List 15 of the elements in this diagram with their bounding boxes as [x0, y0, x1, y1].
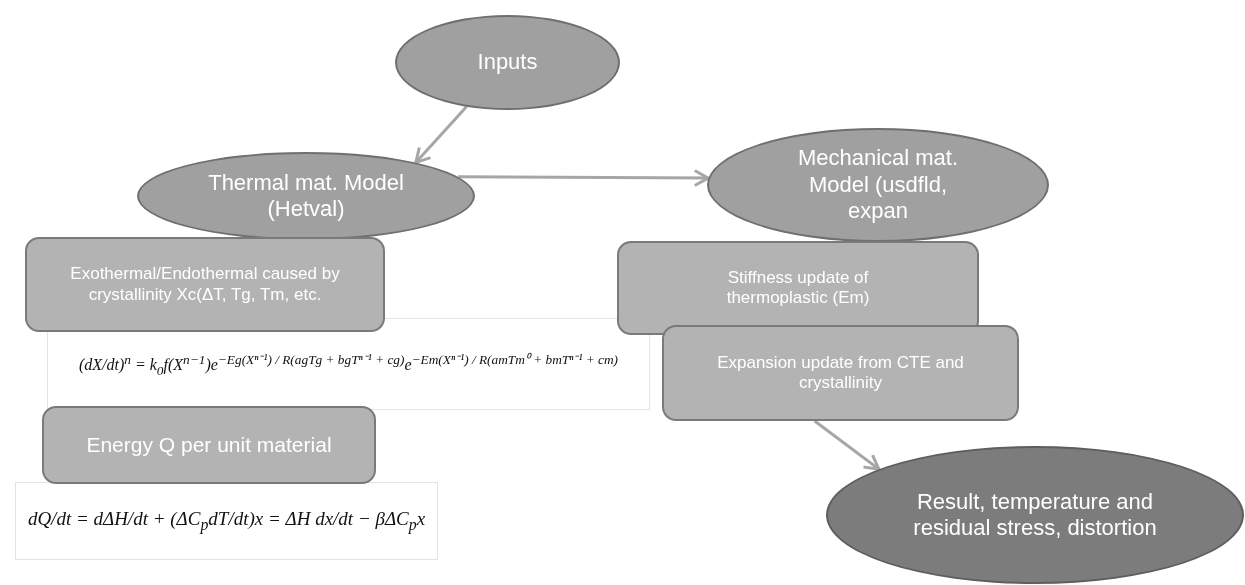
equation: (dX/dt)$^{n}$ = k$_{0}$f(X$^{n−1}$)e$^{−Eg(Xⁿ⁻¹) / R(agTg + bgTⁿ⁻¹ + cg)}$e$^{−Em(Xⁿ⁻¹) / R(amTm⁰ + bmTⁿ⁻¹ + cm)}$: [78, 350, 619, 379]
node-text: Inputs: [477, 49, 538, 76]
node-text: Mechanical mat. Model (usdfld, expan: [796, 145, 960, 225]
process-box: [617, 241, 979, 335]
node-text: Expansion update from CTE and crystallinity: [716, 352, 965, 394]
node-text: Exothermal/Endothermal caused by crystallinity Xc(ΔT, Tg, Tm, etc.: [69, 264, 341, 305]
process-box: [662, 325, 1019, 421]
node-text: Result, temperature and residual stress, distortion: [912, 488, 1158, 542]
node-text: Thermal mat. Model (Hetval): [207, 169, 405, 223]
node-text: Energy Q per unit material: [86, 432, 332, 458]
equation: dQ/dt = dΔH/dt + (ΔC$_{p}$dT/dt)x = ΔH dx/dt − βΔC$_{p}$x: [27, 508, 426, 534]
process-box: [42, 406, 376, 484]
process-box: [25, 237, 385, 332]
node-text: Stiffness update of thermoplastic (Em): [725, 267, 871, 309]
arrow: [813, 419, 881, 471]
